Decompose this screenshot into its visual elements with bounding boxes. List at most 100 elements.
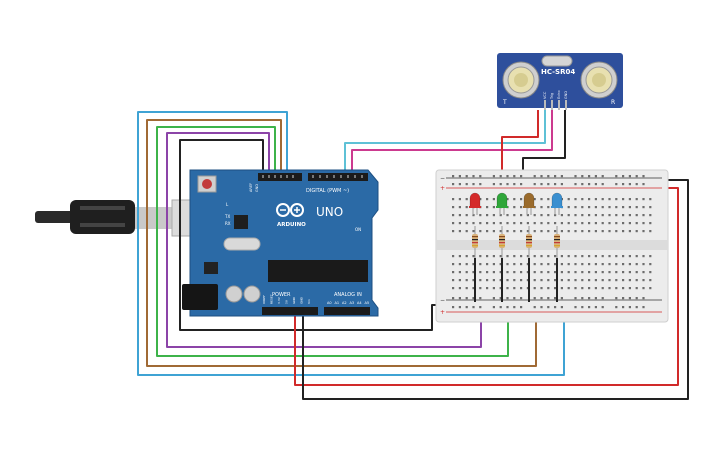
breadboard-hole[interactable] [581, 206, 584, 209]
breadboard-hole[interactable] [513, 175, 516, 178]
breadboard-hole[interactable] [628, 297, 631, 300]
breadboard-hole[interactable] [574, 287, 577, 290]
resistor-4[interactable] [554, 226, 560, 258]
breadboard-hole[interactable] [513, 263, 516, 266]
breadboard-hole[interactable] [628, 263, 631, 266]
breadboard-hole[interactable] [560, 183, 563, 186]
breadboard-hole[interactable] [574, 183, 577, 186]
breadboard-hole[interactable] [560, 287, 563, 290]
breadboard-hole[interactable] [622, 206, 625, 209]
breadboard-hole[interactable] [540, 175, 543, 178]
breadboard-hole[interactable] [574, 222, 577, 225]
breadboard-hole[interactable] [622, 183, 625, 186]
breadboard-hole[interactable] [601, 287, 604, 290]
breadboard-hole[interactable] [465, 214, 468, 217]
breadboard-hole[interactable] [615, 175, 618, 178]
breadboard-hole[interactable] [601, 183, 604, 186]
breadboard-hole[interactable] [581, 271, 584, 274]
breadboard-hole[interactable] [642, 263, 645, 266]
breadboard-hole[interactable] [513, 214, 516, 217]
breadboard-hole[interactable] [615, 306, 618, 309]
breadboard-hole[interactable] [465, 183, 468, 186]
breadboard-hole[interactable] [567, 271, 570, 274]
breadboard-hole[interactable] [513, 222, 516, 225]
resistor-1[interactable] [472, 226, 478, 258]
breadboard-hole[interactable] [601, 255, 604, 258]
breadboard-hole[interactable] [554, 183, 557, 186]
breadboard-hole[interactable] [581, 214, 584, 217]
resistor-2[interactable] [499, 226, 505, 258]
breadboard-hole[interactable] [506, 255, 509, 258]
breadboard-hole[interactable] [594, 222, 597, 225]
breadboard-hole[interactable] [452, 279, 455, 282]
breadboard-hole[interactable] [594, 214, 597, 217]
breadboard-hole[interactable] [465, 287, 468, 290]
breadboard-hole[interactable] [520, 306, 523, 309]
breadboard-hole[interactable] [642, 214, 645, 217]
breadboard-hole[interactable] [492, 175, 495, 178]
breadboard-hole[interactable] [554, 279, 557, 282]
breadboard-hole[interactable] [649, 271, 652, 274]
breadboard-hole[interactable] [472, 297, 475, 300]
breadboard-hole[interactable] [506, 287, 509, 290]
breadboard-hole[interactable] [574, 175, 577, 178]
breadboard-hole[interactable] [540, 271, 543, 274]
breadboard-hole[interactable] [479, 279, 482, 282]
breadboard-hole[interactable] [479, 198, 482, 201]
breadboard-hole[interactable] [533, 214, 536, 217]
breadboard-hole[interactable] [479, 230, 482, 233]
breadboard-hole[interactable] [594, 263, 597, 266]
breadboard-hole[interactable] [649, 198, 652, 201]
breadboard-hole[interactable] [581, 297, 584, 300]
breadboard-hole[interactable] [635, 255, 638, 258]
breadboard-hole[interactable] [479, 222, 482, 225]
breadboard-hole[interactable] [540, 306, 543, 309]
breadboard-hole[interactable] [567, 287, 570, 290]
breadboard-hole[interactable] [547, 271, 550, 274]
breadboard-hole[interactable] [492, 287, 495, 290]
breadboard-hole[interactable] [458, 297, 461, 300]
breadboard-hole[interactable] [533, 183, 536, 186]
breadboard-hole[interactable] [472, 287, 475, 290]
breadboard-hole[interactable] [635, 306, 638, 309]
breadboard-hole[interactable] [547, 222, 550, 225]
breadboard-hole[interactable] [554, 175, 557, 178]
breadboard-hole[interactable] [513, 183, 516, 186]
breadboard-hole[interactable] [499, 287, 502, 290]
led-2[interactable] [496, 192, 508, 215]
breadboard-hole[interactable] [452, 297, 455, 300]
breadboard-hole[interactable] [486, 279, 489, 282]
breadboard-hole[interactable] [594, 198, 597, 201]
breadboard-hole[interactable] [628, 271, 631, 274]
breadboard-hole[interactable] [492, 183, 495, 186]
breadboard-hole[interactable] [649, 206, 652, 209]
breadboard-hole[interactable] [594, 271, 597, 274]
breadboard-hole[interactable] [506, 183, 509, 186]
breadboard-hole[interactable] [560, 222, 563, 225]
breadboard-hole[interactable] [601, 214, 604, 217]
breadboard-hole[interactable] [452, 263, 455, 266]
breadboard-hole[interactable] [635, 263, 638, 266]
breadboard-hole[interactable] [513, 279, 516, 282]
breadboard-hole[interactable] [628, 230, 631, 233]
breadboard-hole[interactable] [601, 271, 604, 274]
breadboard-hole[interactable] [581, 198, 584, 201]
breadboard-hole[interactable] [560, 306, 563, 309]
breadboard-hole[interactable] [608, 230, 611, 233]
breadboard-hole[interactable] [452, 198, 455, 201]
breadboard-hole[interactable] [492, 271, 495, 274]
breadboard-hole[interactable] [574, 297, 577, 300]
breadboard-hole[interactable] [499, 306, 502, 309]
breadboard-hole[interactable] [628, 287, 631, 290]
breadboard-hole[interactable] [472, 271, 475, 274]
breadboard-hole[interactable] [628, 175, 631, 178]
breadboard-hole[interactable] [540, 297, 543, 300]
breadboard-hole[interactable] [547, 206, 550, 209]
breadboard-hole[interactable] [492, 230, 495, 233]
breadboard-hole[interactable] [452, 255, 455, 258]
breadboard-hole[interactable] [547, 183, 550, 186]
wire-red-5v[interactable] [294, 187, 679, 386]
breadboard-hole[interactable] [615, 183, 618, 186]
breadboard-hole[interactable] [506, 214, 509, 217]
wire-purple[interactable] [166, 132, 482, 348]
